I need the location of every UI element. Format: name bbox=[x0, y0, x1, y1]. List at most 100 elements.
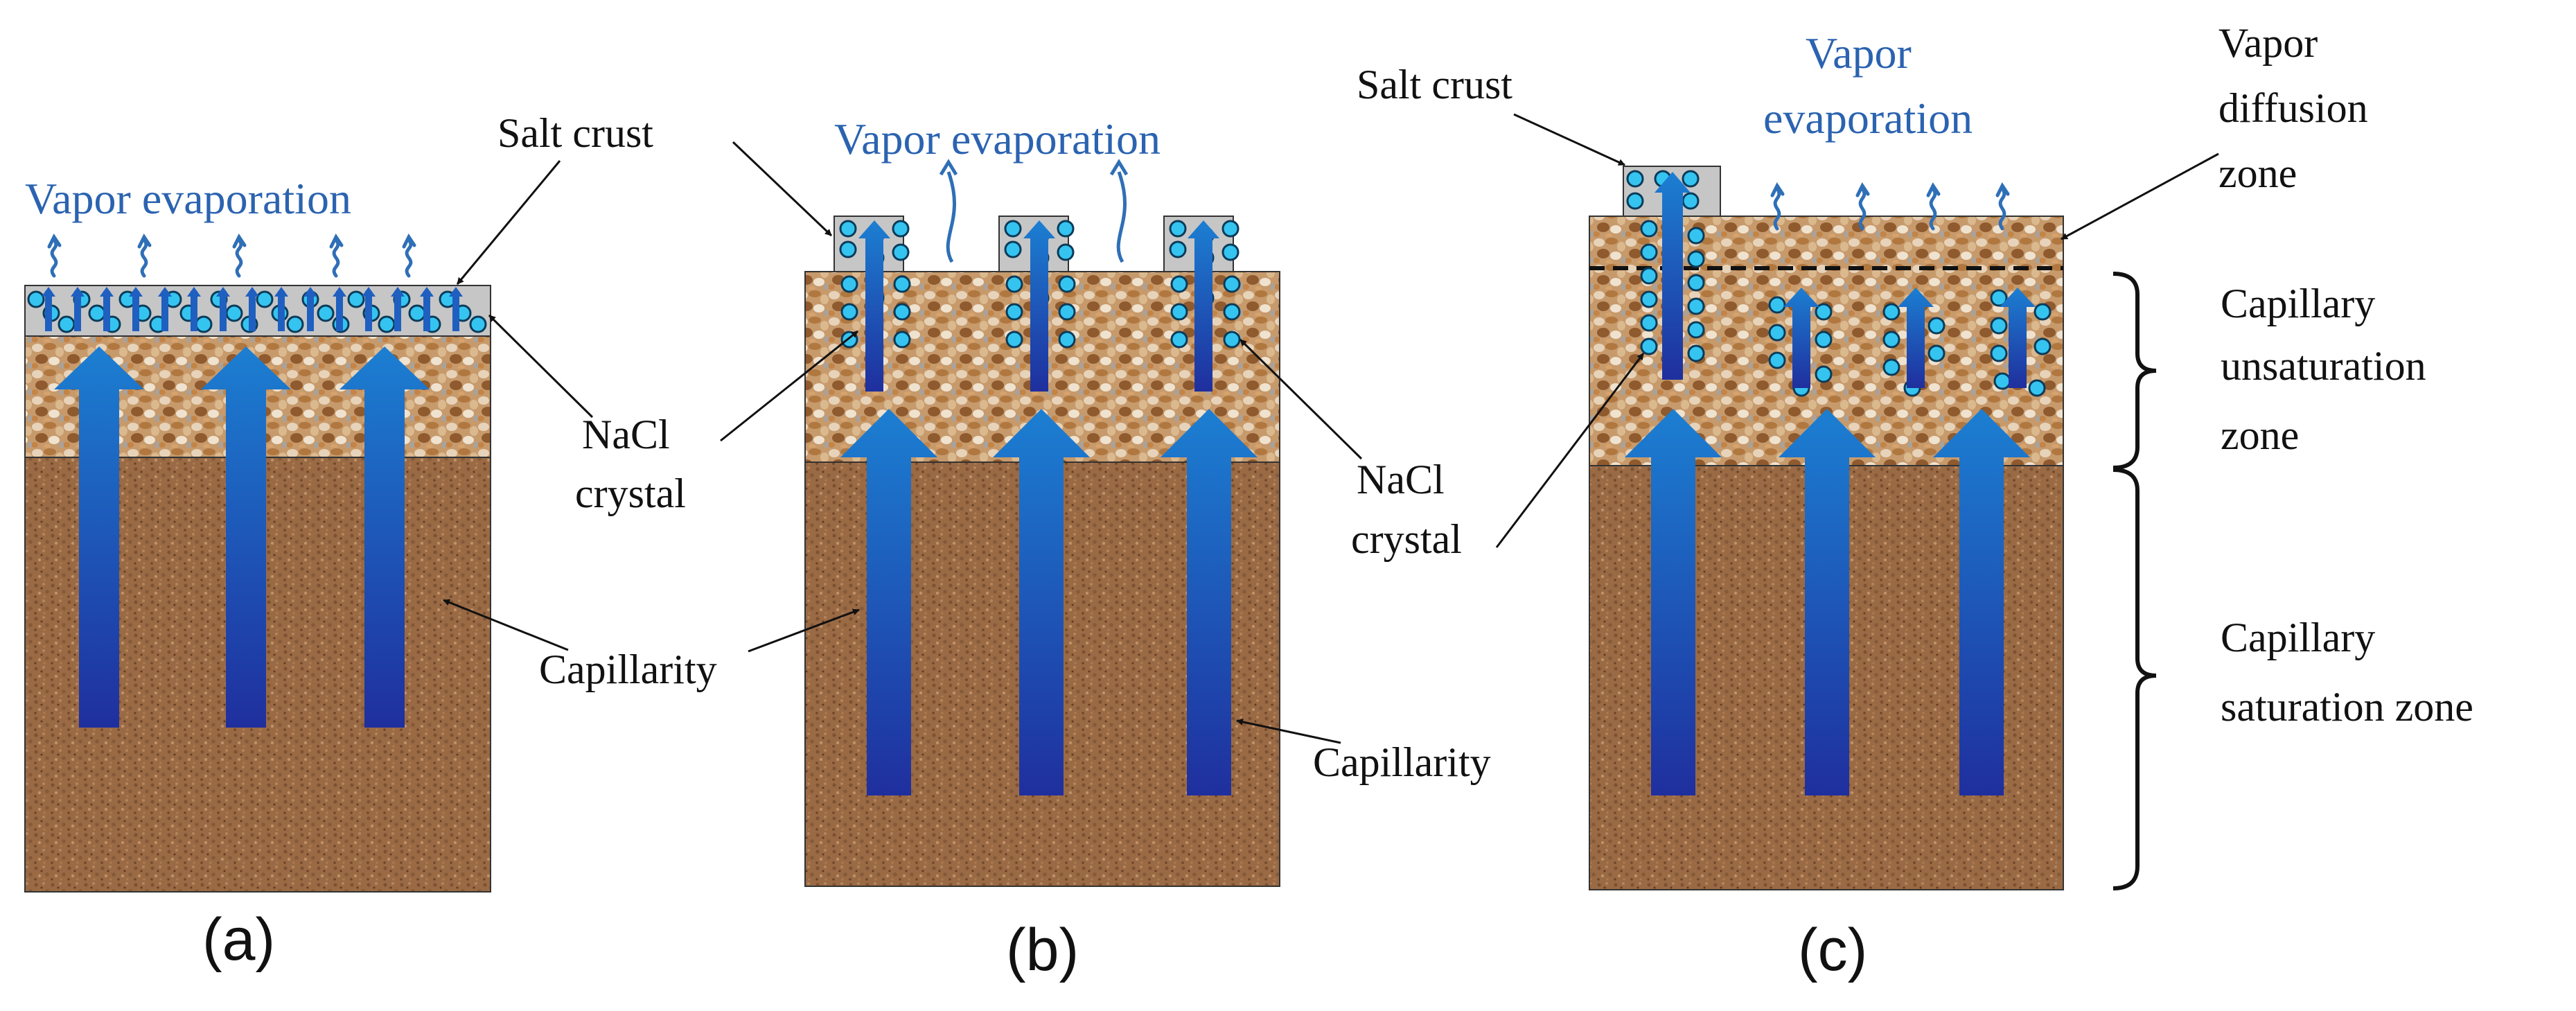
crust-arrow bbox=[307, 291, 314, 331]
capillary-arrow bbox=[993, 409, 1090, 795]
vapor-wave-icon bbox=[332, 238, 340, 278]
nacl-crystal bbox=[1927, 344, 1946, 362]
nacl-crystal bbox=[408, 304, 426, 322]
nacl-crystal bbox=[1058, 331, 1076, 349]
nacl-crystal bbox=[1640, 314, 1658, 332]
upper-capillary-arrows bbox=[1655, 172, 2036, 388]
nacl-crystal bbox=[1223, 275, 1241, 293]
capillary-arrows bbox=[54, 346, 430, 728]
crust-arrow bbox=[220, 291, 227, 331]
upper-capillary-arrow bbox=[1188, 220, 1219, 392]
capillarity-label: Capillarity bbox=[539, 647, 717, 692]
nacl-crystal bbox=[1170, 303, 1188, 321]
upper-capillary-arrow bbox=[1783, 288, 1819, 388]
vapor-wave-icon-tip bbox=[939, 159, 958, 176]
crust-arrow-head bbox=[129, 287, 143, 297]
vapor-wave-icon bbox=[50, 238, 58, 278]
vapor-wave-icon-tip bbox=[329, 234, 344, 249]
panel-label-b: (b) bbox=[1006, 917, 1079, 983]
crust-arrow bbox=[423, 291, 430, 331]
nacl-crystal bbox=[1170, 275, 1188, 293]
capillarity-pointer-left bbox=[748, 608, 860, 653]
nacl-crystal bbox=[1990, 344, 2008, 362]
crust-arrow bbox=[336, 291, 343, 331]
crust-arrow bbox=[161, 291, 168, 331]
capillary-arrow bbox=[1161, 409, 1258, 795]
nacl-crystal bbox=[893, 275, 911, 293]
crust-arrow bbox=[278, 291, 285, 331]
nacl-crystal bbox=[1005, 303, 1023, 321]
upper-capillary-arrow bbox=[2000, 288, 2036, 388]
crust-arrow bbox=[132, 291, 139, 331]
vapor-wave-icon-tip bbox=[402, 234, 416, 249]
nacl-crystal bbox=[1005, 275, 1023, 293]
vapor-wave-icon bbox=[1858, 186, 1867, 231]
vapor-wave-icon bbox=[946, 171, 956, 263]
nacl-crystal bbox=[1927, 317, 1946, 335]
nacl-crystal bbox=[1640, 337, 1658, 355]
nacl-crystal bbox=[1882, 331, 1900, 349]
crystal-label: crystal bbox=[575, 471, 686, 516]
panel-label-c: (c) bbox=[1798, 917, 1867, 983]
nacl-crystal bbox=[1057, 243, 1075, 261]
nacl-crystal bbox=[1687, 274, 1705, 292]
vapor-wave-icons bbox=[47, 234, 416, 278]
nacl-crystal bbox=[1640, 220, 1658, 238]
salt-crust-label: Salt crust bbox=[1357, 62, 1512, 107]
vapor-wave-icons bbox=[1770, 182, 2010, 231]
vapor-wave-icon-tip bbox=[1995, 182, 2010, 197]
diffusion-zone-label-line3: zone bbox=[2218, 150, 2297, 196]
nacl-crystal bbox=[2034, 303, 2052, 321]
nacl-crystal bbox=[469, 315, 487, 333]
nacl-crystal bbox=[1004, 220, 1022, 238]
nacl-crystal bbox=[1004, 240, 1022, 258]
panel-b: Vapor evaporation NaCl crystal Capillari… bbox=[720, 114, 1491, 983]
crust-arrow bbox=[103, 291, 110, 331]
nacl-pointer bbox=[488, 314, 594, 419]
salt-crust-pointer bbox=[456, 160, 561, 285]
nacl-crystal bbox=[892, 220, 910, 238]
nacl-crystal bbox=[1169, 240, 1187, 258]
nacl-crystal bbox=[1626, 170, 1644, 188]
panel-label-a: (a) bbox=[202, 906, 275, 973]
saturation-zone-label-line2: saturation zone bbox=[2221, 684, 2473, 730]
nacl-crystal bbox=[1882, 303, 1900, 321]
nacl-crystal bbox=[839, 220, 857, 238]
nacl-pointer-right bbox=[1239, 338, 1363, 460]
crust-arrow-head bbox=[71, 287, 85, 297]
panel-a: Vapor evaporation Salt crust NaCl crysta… bbox=[24, 110, 717, 973]
nacl-crystal-group bbox=[1626, 170, 2052, 397]
crust-arrow-head bbox=[362, 287, 376, 297]
vapor-wave-icon-tip bbox=[1109, 159, 1129, 176]
vapor-wave-icon bbox=[405, 238, 413, 278]
nacl-crystal bbox=[1768, 351, 1786, 369]
upper-capillary-arrow bbox=[1655, 172, 1691, 380]
vapor-evaporation-label-line1: Vapor bbox=[1806, 28, 1912, 78]
unsaturation-zone-label-line3: zone bbox=[2221, 412, 2299, 458]
upper-capillary-arrows bbox=[858, 220, 1219, 392]
nacl-crystal bbox=[225, 304, 243, 322]
nacl-crystal bbox=[1221, 243, 1240, 261]
capillarity-label: Capillarity bbox=[1313, 739, 1491, 785]
panel-c: Salt crust Vapor evaporation Vapor diffu… bbox=[1357, 20, 2473, 983]
salt-crust-pointer bbox=[1513, 113, 1625, 166]
crust-arrow-head bbox=[245, 287, 259, 297]
vapor-wave-icon bbox=[1929, 186, 1937, 231]
nacl-crystal bbox=[1990, 317, 2008, 335]
nacl-crystal bbox=[893, 303, 911, 321]
nacl-crystal bbox=[892, 243, 910, 261]
crust-arrow-head bbox=[449, 287, 463, 297]
crust-arrow-head bbox=[391, 287, 405, 297]
capillary-arrow bbox=[201, 346, 291, 728]
nacl-label: NaCl bbox=[1357, 457, 1445, 502]
nacl-crystal bbox=[1687, 321, 1705, 339]
nacl-crystal bbox=[1058, 275, 1076, 293]
upper-capillary-arrow bbox=[1023, 220, 1055, 392]
nacl-crystal bbox=[1768, 296, 1786, 314]
diffusion-zone-label-line1: Vapor bbox=[2218, 20, 2318, 66]
crust-arrow bbox=[365, 291, 372, 331]
crust-arrow bbox=[191, 291, 197, 331]
vapor-wave-icon-tip bbox=[1855, 182, 1870, 197]
salt-crust-label: Salt crust bbox=[497, 110, 653, 156]
crust-arrow bbox=[394, 291, 401, 331]
